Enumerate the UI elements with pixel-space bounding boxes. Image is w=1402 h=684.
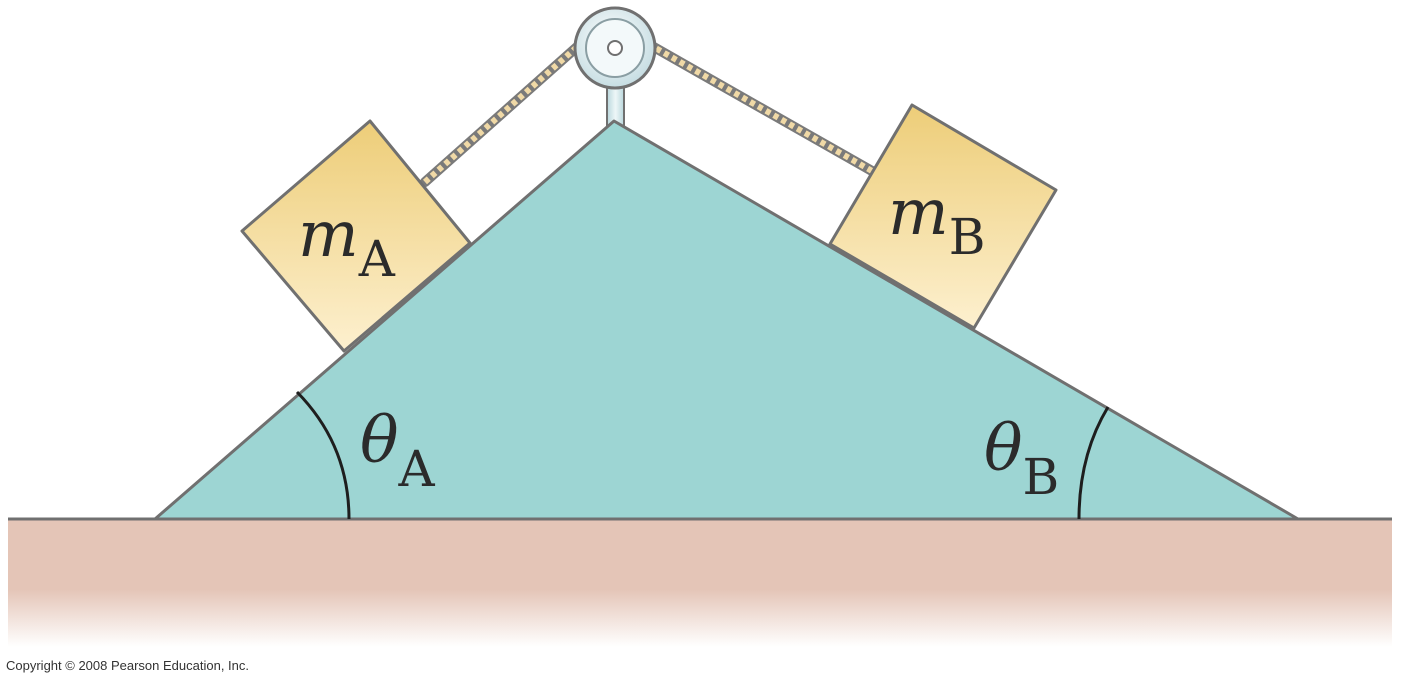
mass-a-label: mA — [298, 198, 396, 288]
rope-b — [647, 41, 877, 176]
ground — [8, 519, 1392, 647]
pulley — [573, 6, 657, 90]
rope-a — [420, 41, 583, 187]
block-a — [240, 119, 472, 353]
angle-arc-a — [295, 390, 351, 520]
mass-b-label: mB — [888, 176, 985, 266]
angle-b-label: θB — [984, 412, 1059, 506]
copyright-notice: Copyright © 2008 Pearson Education, Inc. — [6, 658, 250, 673]
angle-arc-b — [1077, 406, 1110, 520]
block-b — [828, 103, 1058, 330]
angle-a-label: θA — [360, 404, 436, 498]
incline-wedge — [153, 119, 1300, 521]
